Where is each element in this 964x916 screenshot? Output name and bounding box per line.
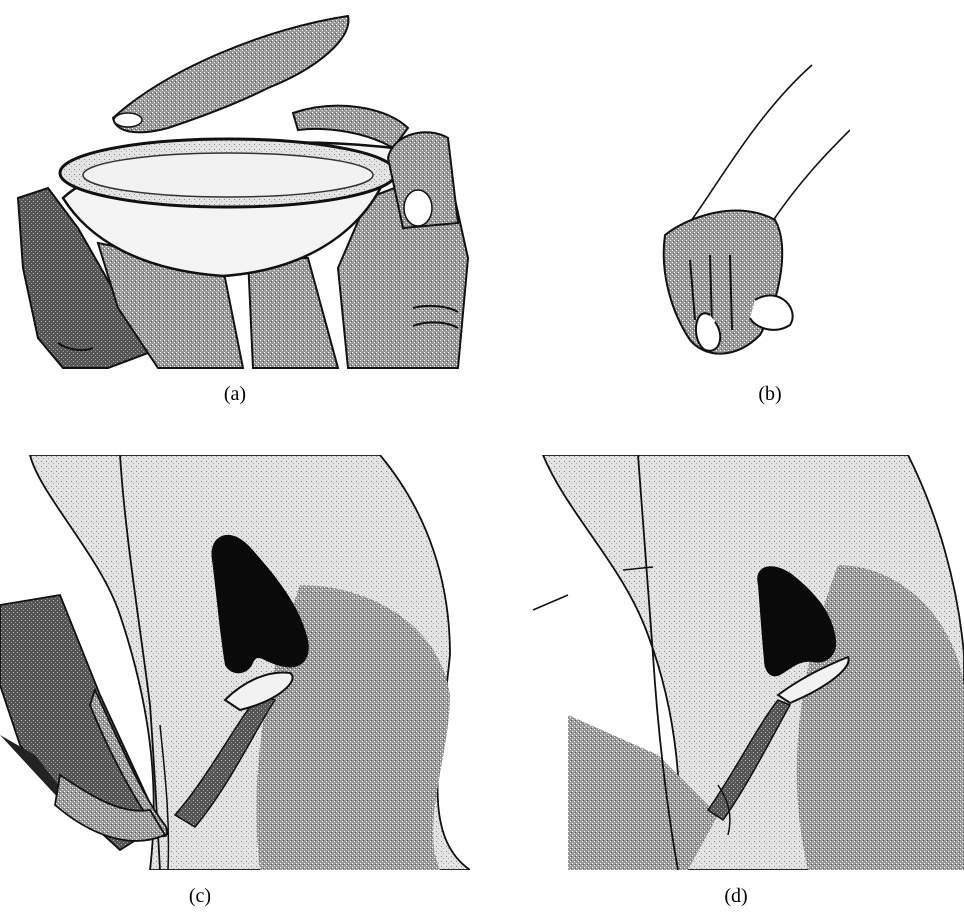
panel-c-insertion [0, 455, 470, 870]
panel-d-caption: (d) [706, 885, 766, 908]
panel-b-caption: (b) [740, 383, 800, 406]
panel-b-folded-diaphragm [650, 60, 850, 370]
panel-a-hand-holding-diaphragm [8, 8, 474, 380]
panel-c-caption: (c) [170, 885, 230, 908]
panel-d-in-position [528, 455, 964, 870]
panel-a-caption: (a) [205, 383, 265, 406]
